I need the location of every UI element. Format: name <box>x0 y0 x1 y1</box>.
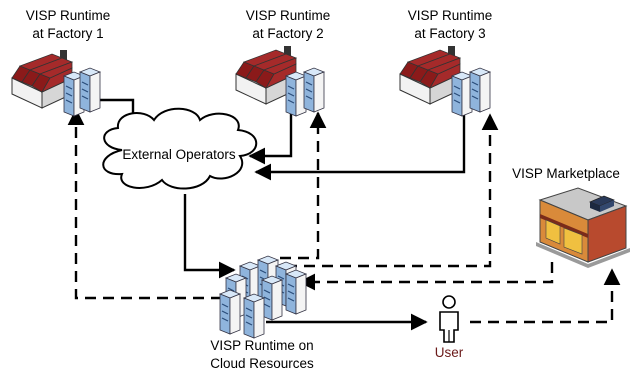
store-icon <box>536 187 630 268</box>
factory-icon <box>11 49 73 109</box>
factory-icon <box>399 45 461 105</box>
user-icon <box>439 295 459 343</box>
factory-2-label-line1: VISP Runtime <box>246 8 331 23</box>
user-label: User <box>435 345 464 360</box>
server-icon <box>451 71 473 117</box>
marketplace-label: VISP Marketplace <box>512 166 620 181</box>
connector-cloud-to-factory2 <box>280 111 327 260</box>
factory-2-label-line2: at Factory 2 <box>252 26 323 41</box>
server-icon <box>219 289 241 335</box>
factory-1-node: VISP Runtime at Factory 1 <box>11 8 111 117</box>
connector-cloud-to-factory3 <box>286 113 499 268</box>
server-icon <box>469 67 491 113</box>
factory-2-node: VISP Runtime at Factory 2 <box>235 8 331 117</box>
server-icon <box>285 269 307 315</box>
connector-user-to-marketplace <box>470 268 621 324</box>
connector-factory2-to-operators <box>248 98 293 165</box>
server-icon <box>243 293 265 339</box>
server-icon <box>285 71 307 117</box>
server-icon <box>303 67 325 113</box>
factory-3-label-line2: at Factory 3 <box>414 26 485 41</box>
cloud-label-line2: Cloud Resources <box>210 356 314 371</box>
server-icon <box>79 67 101 113</box>
connector-cloud-to-factory1 <box>67 108 222 300</box>
factory-1-label-line1: VISP Runtime <box>26 8 111 23</box>
marketplace-node: VISP Marketplace <box>512 166 630 268</box>
cloud-label-line1: VISP Runtime on <box>210 338 313 353</box>
factory-3-label-line1: VISP Runtime <box>408 8 493 23</box>
external-operators-node: External Operators <box>102 107 258 190</box>
cloud-icon <box>102 107 258 190</box>
external-operators-label: External Operators <box>122 147 236 162</box>
factory-1-label-line2: at Factory 1 <box>32 26 103 41</box>
connector-factory3-to-operators <box>254 106 466 181</box>
connector-marketplace-to-cloud <box>298 262 554 291</box>
user-node: User <box>435 295 464 360</box>
connector-operators-to-cloud <box>183 194 236 279</box>
cloud-resources-node: VISP Runtime on Cloud Resources <box>210 255 314 371</box>
factory-3-node: VISP Runtime at Factory 3 <box>399 8 493 117</box>
